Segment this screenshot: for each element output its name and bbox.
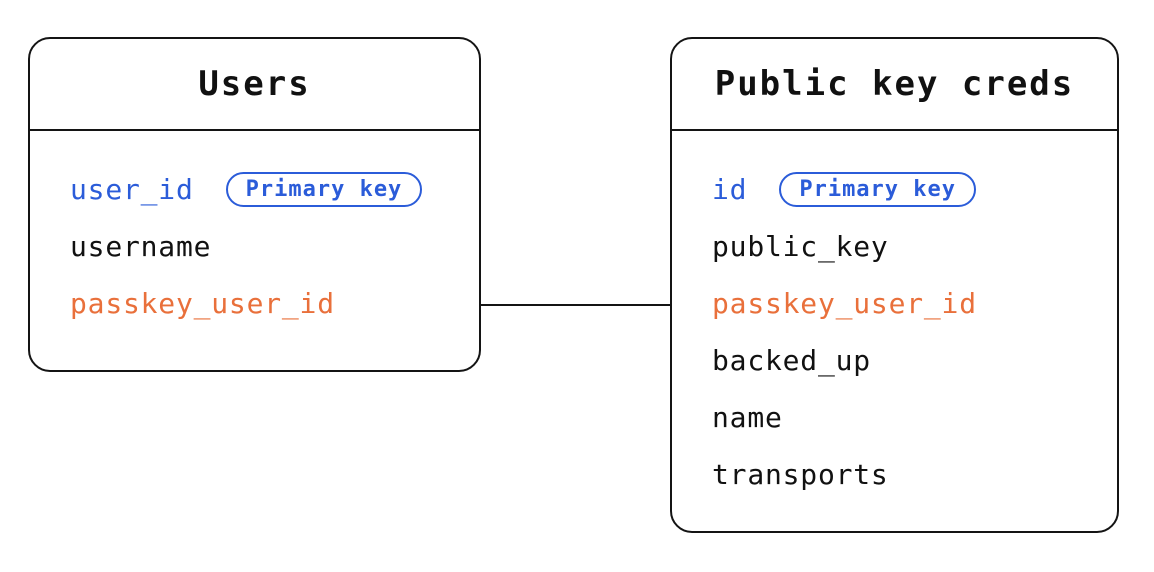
relationship-connector	[481, 304, 670, 306]
field-name: name	[712, 401, 783, 434]
table-users: Users user_id Primary key username passk…	[28, 37, 481, 372]
field-row-user-id: user_id Primary key	[30, 161, 479, 218]
table-public-key-creds-fields: id Primary key public_key passkey_user_i…	[672, 131, 1117, 503]
table-public-key-creds: Public key creds id Primary key public_k…	[670, 37, 1119, 533]
primary-key-badge: Primary key	[779, 172, 977, 207]
field-name: id	[712, 173, 748, 206]
field-row-backed-up: backed_up	[672, 332, 1117, 389]
field-name: user_id	[70, 173, 194, 206]
field-row-passkey-user-id: passkey_user_id	[30, 275, 479, 332]
field-row-name: name	[672, 389, 1117, 446]
field-row-transports: transports	[672, 446, 1117, 503]
field-row-passkey-user-id: passkey_user_id	[672, 275, 1117, 332]
field-row-username: username	[30, 218, 479, 275]
field-name: public_key	[712, 230, 889, 263]
field-name: passkey_user_id	[712, 287, 977, 320]
field-row-public-key: public_key	[672, 218, 1117, 275]
field-name: username	[70, 230, 212, 263]
field-name: transports	[712, 458, 889, 491]
field-row-id: id Primary key	[672, 161, 1117, 218]
table-users-fields: user_id Primary key username passkey_use…	[30, 131, 479, 332]
table-users-title: Users	[30, 39, 479, 131]
primary-key-badge: Primary key	[225, 172, 423, 207]
field-name: backed_up	[712, 344, 871, 377]
table-public-key-creds-title: Public key creds	[672, 39, 1117, 131]
field-name: passkey_user_id	[70, 287, 335, 320]
